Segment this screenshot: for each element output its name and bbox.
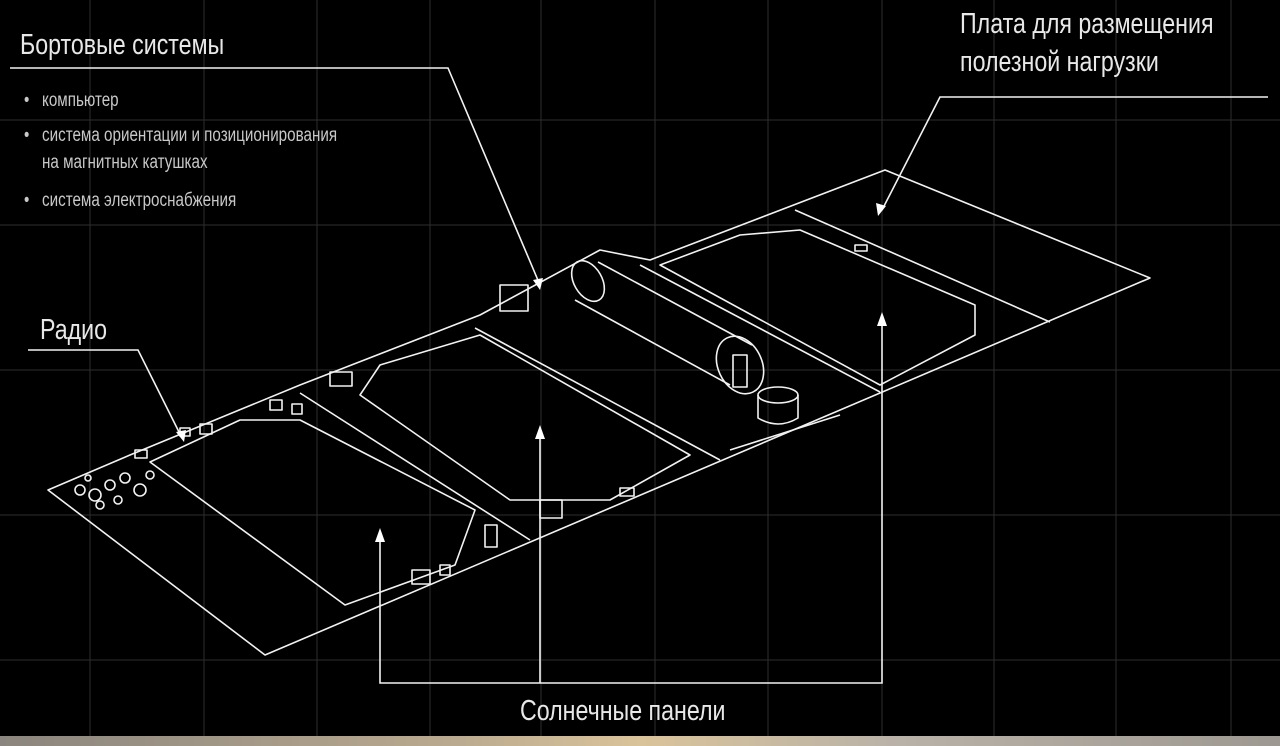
- panel-divider: [639, 264, 881, 393]
- payload-label-line2: полезной нагрузки: [960, 46, 1159, 78]
- onboard-item-continued: на магнитных катушках: [42, 152, 208, 173]
- arrow-icon: [876, 203, 886, 216]
- onboard-item-text: система ориентации и позиционирования: [42, 125, 338, 146]
- onboard-item: • система электроснабжения: [24, 190, 237, 211]
- onboard-item: • система ориентации и позиционирования: [24, 125, 338, 146]
- board-component: [499, 284, 529, 312]
- payload-label-line1: Плата для размещения: [960, 8, 1214, 40]
- solar-panel-2: [359, 334, 691, 501]
- arrow-icon: [176, 430, 186, 442]
- cylinder-end: [570, 259, 606, 303]
- callout-lines: [10, 67, 1268, 684]
- solar-panel-3: [659, 229, 976, 386]
- solar-bracket: [379, 320, 883, 684]
- solar-panel-1: [149, 419, 476, 606]
- solar-panels-label: Солнечные панели: [520, 695, 726, 727]
- radio-components: [134, 371, 353, 459]
- cylinder-end: [715, 335, 765, 395]
- arrow-icon: [877, 312, 887, 326]
- arrowheads: [176, 203, 887, 542]
- radio-label: Радио: [40, 314, 108, 346]
- arrow-icon: [533, 278, 543, 290]
- panel-divider: [299, 392, 531, 541]
- arrow-icon: [375, 528, 385, 542]
- satellite-outline: [47, 169, 1151, 656]
- bottom-strip: [0, 736, 1280, 746]
- battery: [757, 386, 799, 404]
- onboard-item-text: компьютер: [42, 90, 119, 111]
- onboard-leader: [10, 67, 541, 286]
- cylinder: [574, 261, 753, 386]
- board-outline: [47, 169, 1151, 656]
- onboard-systems-title: Бортовые системы: [20, 29, 225, 61]
- arrow-icon: [535, 425, 545, 439]
- electronics-cluster: [74, 470, 155, 510]
- onboard-item: • компьютер: [24, 90, 119, 111]
- panel-divider: [794, 209, 1051, 323]
- panel-divider: [474, 327, 721, 461]
- radio-leader: [28, 349, 183, 439]
- payload-leader: [881, 96, 1268, 211]
- onboard-item-text: система электроснабжения: [42, 190, 237, 211]
